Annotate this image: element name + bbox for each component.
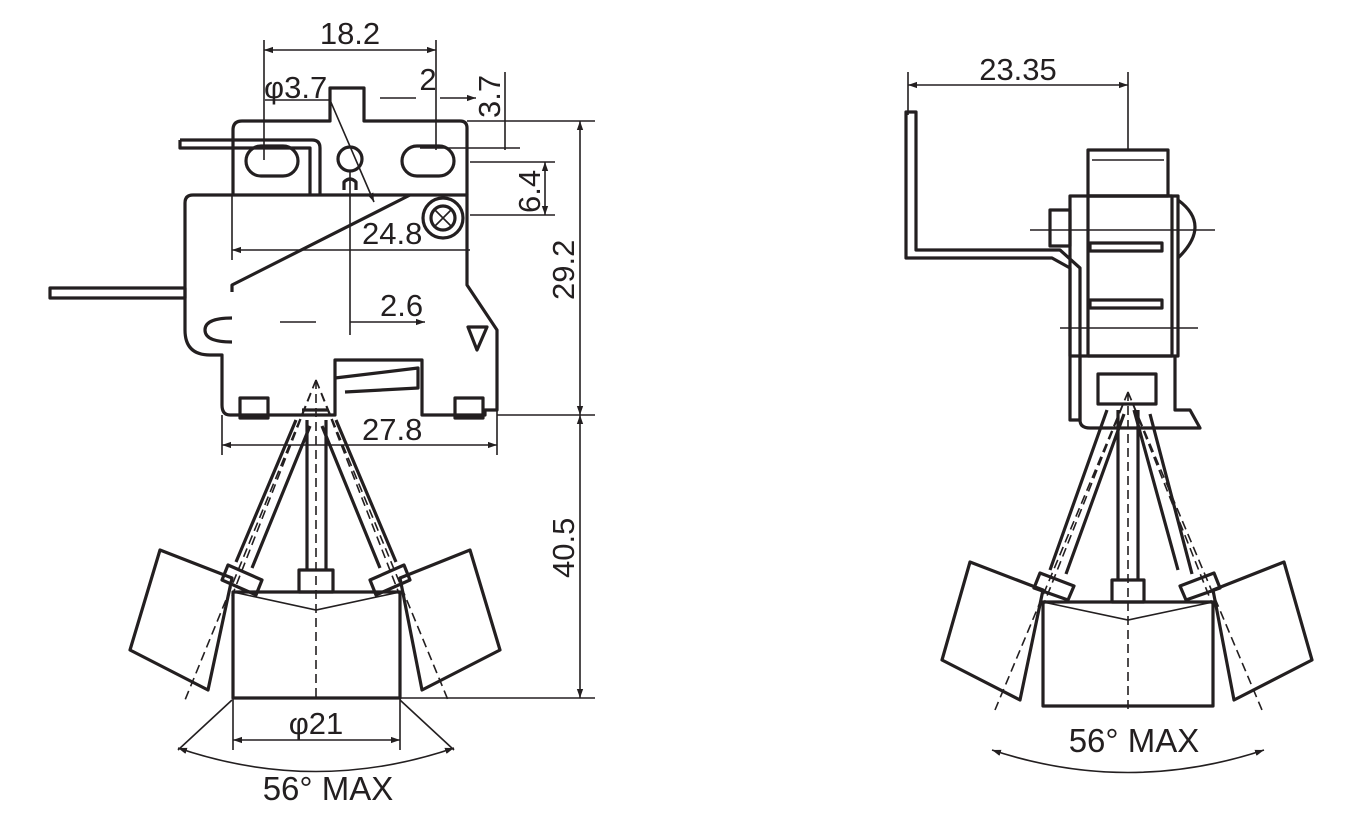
- ext-23-35: [907, 72, 1129, 150]
- collar-tilt-right: [368, 563, 412, 597]
- dim-23-35: 23.35: [979, 52, 1057, 87]
- ext-18-2: [263, 40, 437, 160]
- foot-left: [238, 396, 270, 420]
- rod-tilt-left: [234, 419, 312, 569]
- side-view: 23.35 56° MAX: [904, 52, 1314, 774]
- foot-right: [453, 396, 485, 420]
- actuator-window: [334, 366, 420, 394]
- side-top-block: [1086, 148, 1170, 198]
- triangle-mark: [466, 325, 489, 352]
- dim-40-5: 40.5: [546, 518, 581, 578]
- leader-hole: [265, 99, 375, 203]
- side-rod: [1116, 410, 1140, 580]
- screw-head: [421, 196, 465, 240]
- dim-6-4: 6.4: [512, 170, 547, 213]
- dim-2: 2: [419, 62, 436, 97]
- weight-tilt-right: [398, 548, 502, 692]
- dim-18-2: 18.2: [320, 16, 380, 51]
- ext-phi-21: [232, 698, 401, 750]
- ext-27-8: [221, 410, 498, 455]
- front-view: 18.2 φ3.7 2 3.7 6.4 24.8 29.2 2.6 27.8: [48, 16, 595, 807]
- side-bracket: [904, 110, 1082, 422]
- side-slot-1: [1088, 241, 1164, 253]
- angle-label-side: 56° MAX: [1069, 722, 1200, 759]
- dim-27-8: 27.8: [362, 412, 422, 447]
- right-slot: [400, 144, 456, 178]
- side-rod-tilt-left: [1048, 409, 1126, 575]
- side-button: [1176, 198, 1197, 260]
- weight-tilt-left: [128, 548, 234, 692]
- side-actuator: [1096, 372, 1158, 406]
- side-swing-lines: [994, 391, 1263, 711]
- dim-29-2: 29.2: [546, 240, 581, 300]
- swing-lines: [184, 379, 449, 701]
- angle-arc: [177, 747, 455, 773]
- dim-phi-21: φ21: [289, 706, 344, 741]
- side-weight-tilt-left: [940, 560, 1045, 702]
- body-notch: [203, 316, 233, 344]
- screw-cross: [434, 209, 452, 227]
- dim-2-6: 2.6: [380, 288, 423, 323]
- side-switch-inner: [1086, 194, 1174, 358]
- side-switch-body: [1068, 194, 1180, 358]
- bracket-left-tab: [178, 138, 322, 195]
- side-center-lines: [1030, 229, 1215, 329]
- side-rod-tilt-right: [1132, 409, 1194, 575]
- side-screw: [1048, 208, 1072, 248]
- side-angle-arc: [991, 749, 1265, 774]
- angle-extension: [177, 699, 455, 751]
- dim-24-8: 24.8: [362, 216, 422, 251]
- switch-body: [183, 193, 499, 417]
- side-weight-tilt-right: [1211, 560, 1314, 702]
- side-slot-2: [1088, 298, 1164, 310]
- ext-6-4: [470, 161, 555, 216]
- dim-hole-dia: φ3.7: [264, 70, 327, 105]
- left-slot: [244, 144, 300, 178]
- bracket-plate: [231, 86, 469, 195]
- side-lower-body: [1078, 356, 1202, 430]
- dim-3-7: 3.7: [472, 75, 507, 118]
- side-collar-left: [1032, 571, 1076, 602]
- angle-label-front: 56° MAX: [263, 770, 394, 807]
- screw-inner: [429, 204, 457, 232]
- terminal-lead: [48, 286, 187, 300]
